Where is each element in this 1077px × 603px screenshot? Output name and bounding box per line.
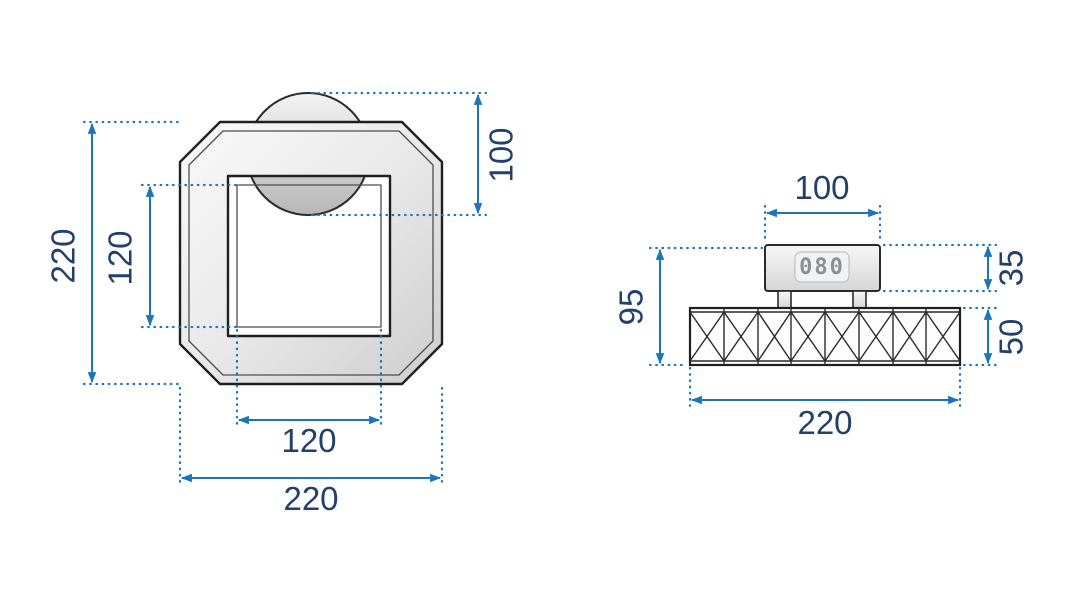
- side-driver-width-label: 100: [794, 169, 849, 206]
- crystal-band-separators: [723, 308, 927, 365]
- side-total-height-label: 95: [613, 289, 650, 326]
- frame-inner-offset-outline: [188, 130, 434, 376]
- window-inner-outline: [236, 184, 382, 328]
- front-inner-height-leaders: [140, 183, 242, 329]
- side-driver-width-leaders: [763, 204, 882, 244]
- led-display-text: 080: [799, 255, 845, 280]
- lamp-leg-left: [777, 290, 792, 309]
- front-outer-height-leaders: [82, 120, 184, 386]
- front-glow-height-leaders: [310, 91, 488, 217]
- crystal-band-lattice: [689, 311, 961, 362]
- led-display-panel: [794, 251, 850, 283]
- front-glow-height-label: 100: [483, 127, 520, 182]
- front-view-group: 220 120 100 120 220: [45, 91, 520, 517]
- side-band-height-leaders: [962, 306, 998, 367]
- front-inner-width-label: 120: [281, 422, 336, 459]
- front-outer-width-label: 220: [283, 480, 338, 517]
- side-total-height-leaders: [648, 246, 764, 367]
- front-inner-height-label: 120: [102, 230, 139, 285]
- front-outer-width-leaders: [178, 386, 444, 488]
- side-driver-height-label: 35: [993, 250, 1030, 287]
- front-inner-width-leaders: [235, 328, 383, 430]
- frame-body: [180, 122, 442, 384]
- frame-outer-outline: [178, 120, 444, 386]
- front-outer-height-label: 220: [45, 228, 82, 283]
- side-driver-height-leaders: [882, 243, 998, 293]
- side-overall-width-label: 220: [797, 404, 852, 441]
- side-overall-width-leaders: [688, 366, 962, 410]
- side-view-group: 080 100 35 50 95 220: [613, 169, 1030, 441]
- side-band-height-label: 50: [993, 319, 1030, 356]
- lamp-leg-right: [852, 290, 867, 309]
- window-outer-outline: [226, 174, 392, 338]
